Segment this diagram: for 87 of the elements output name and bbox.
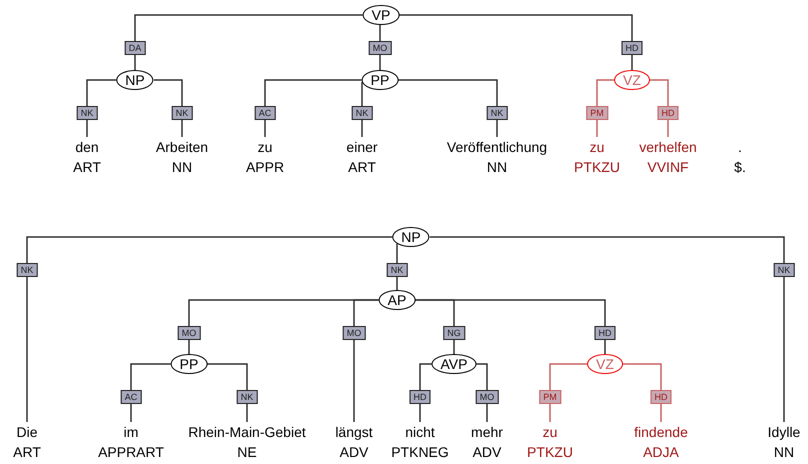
tree-branch [361,82,363,137]
pos-tag: NN [156,157,208,177]
pos-tag: ART [13,442,41,462]
tree-branch [26,236,392,422]
pos-tag: APPR [246,157,284,177]
edge-label: AC [120,390,142,404]
tree-branch [650,79,669,137]
tree-branch [430,236,785,422]
word-token: . [737,138,743,157]
tree-branch [419,363,432,422]
tree-branch [549,363,588,422]
tree-branch [134,14,363,70]
word-token: Veröffentlichung [446,138,548,157]
tree-branch [596,79,614,137]
edge-label: NK [16,263,38,277]
word-token: im [122,423,140,442]
tree-branch [130,363,171,422]
tree-branch [353,299,379,422]
tree-branch [86,79,116,137]
edge-label: MO [476,390,498,404]
tree-branch [415,299,606,354]
tree-branch [264,79,362,137]
edge-label: NK [76,106,98,120]
pos-tag: ADV [335,442,373,462]
edge-label: PM [539,390,561,404]
edge-label: HD [658,106,678,120]
word-token: den [74,138,100,157]
phrase-node: NP [116,70,154,90]
pos-tag: PTKZU [527,442,573,462]
tree-branch [399,14,633,70]
pos-tag: NE [188,442,306,462]
word-token: findende [634,423,688,442]
tree-branch [476,363,488,422]
pos-tag: VVINF [639,157,697,177]
pos-tag: $. [734,157,746,177]
edge-label: NK [236,390,258,404]
edge-label: NK [386,263,408,277]
phrase-node: VZ [587,354,623,374]
phrase-node: PP [170,354,208,374]
phrase-node: VP [362,5,400,25]
word-token: nicht [404,423,436,442]
edge-label: NK [352,106,372,120]
edge-label: HD [410,390,430,404]
edge-label: NK [486,106,508,120]
tree-branch [396,244,398,290]
pos-tag: APPRART [98,442,164,462]
word-token: längst [335,423,373,442]
phrase-node: AP [378,290,416,310]
edge-label: NK [172,106,192,120]
word-token: mehr [471,423,503,442]
tree-branch [154,79,183,137]
edge-label: HD [650,390,672,404]
pos-tag: PTKZU [574,157,620,177]
edge-label: MO [368,41,392,55]
edge-label: DA [124,41,146,55]
pos-tag: PTKNEG [391,442,449,462]
edge-label: HD [594,326,616,340]
pos-tag: ADJA [634,442,688,462]
pos-tag: NN [768,442,800,462]
phrase-node: PP [362,70,398,90]
word-token: zu [256,138,274,157]
edge-label: MO [178,326,200,340]
word-token: zu [588,138,606,157]
word-token: Arbeiten [156,138,208,157]
edge-label: HD [622,41,642,55]
word-token: Rhein-Main-Gebiet [188,423,306,442]
edge-label: PM [586,106,608,120]
phrase-node: AVP [432,354,476,374]
tree-branch [379,24,381,70]
tree-branch [207,363,248,422]
word-token: einer [346,138,378,157]
edge-label: NG [443,326,465,340]
tree-branch [398,79,498,137]
phrase-node: VZ [614,70,650,90]
pos-tag: NN [446,157,548,177]
edge-label: AC [254,106,276,120]
pos-tag: ART [346,157,378,177]
edge-label: NK [774,263,794,277]
word-token: zu [542,423,558,442]
pos-tag: ADV [471,442,503,462]
tree-branch [622,363,662,422]
word-token: verhelfen [639,138,697,157]
phrase-node: NP [392,227,430,247]
edge-label: MO [342,326,366,340]
pos-tag: ART [73,157,101,177]
word-token: Idylle [768,423,800,442]
word-token: Die [15,423,38,442]
